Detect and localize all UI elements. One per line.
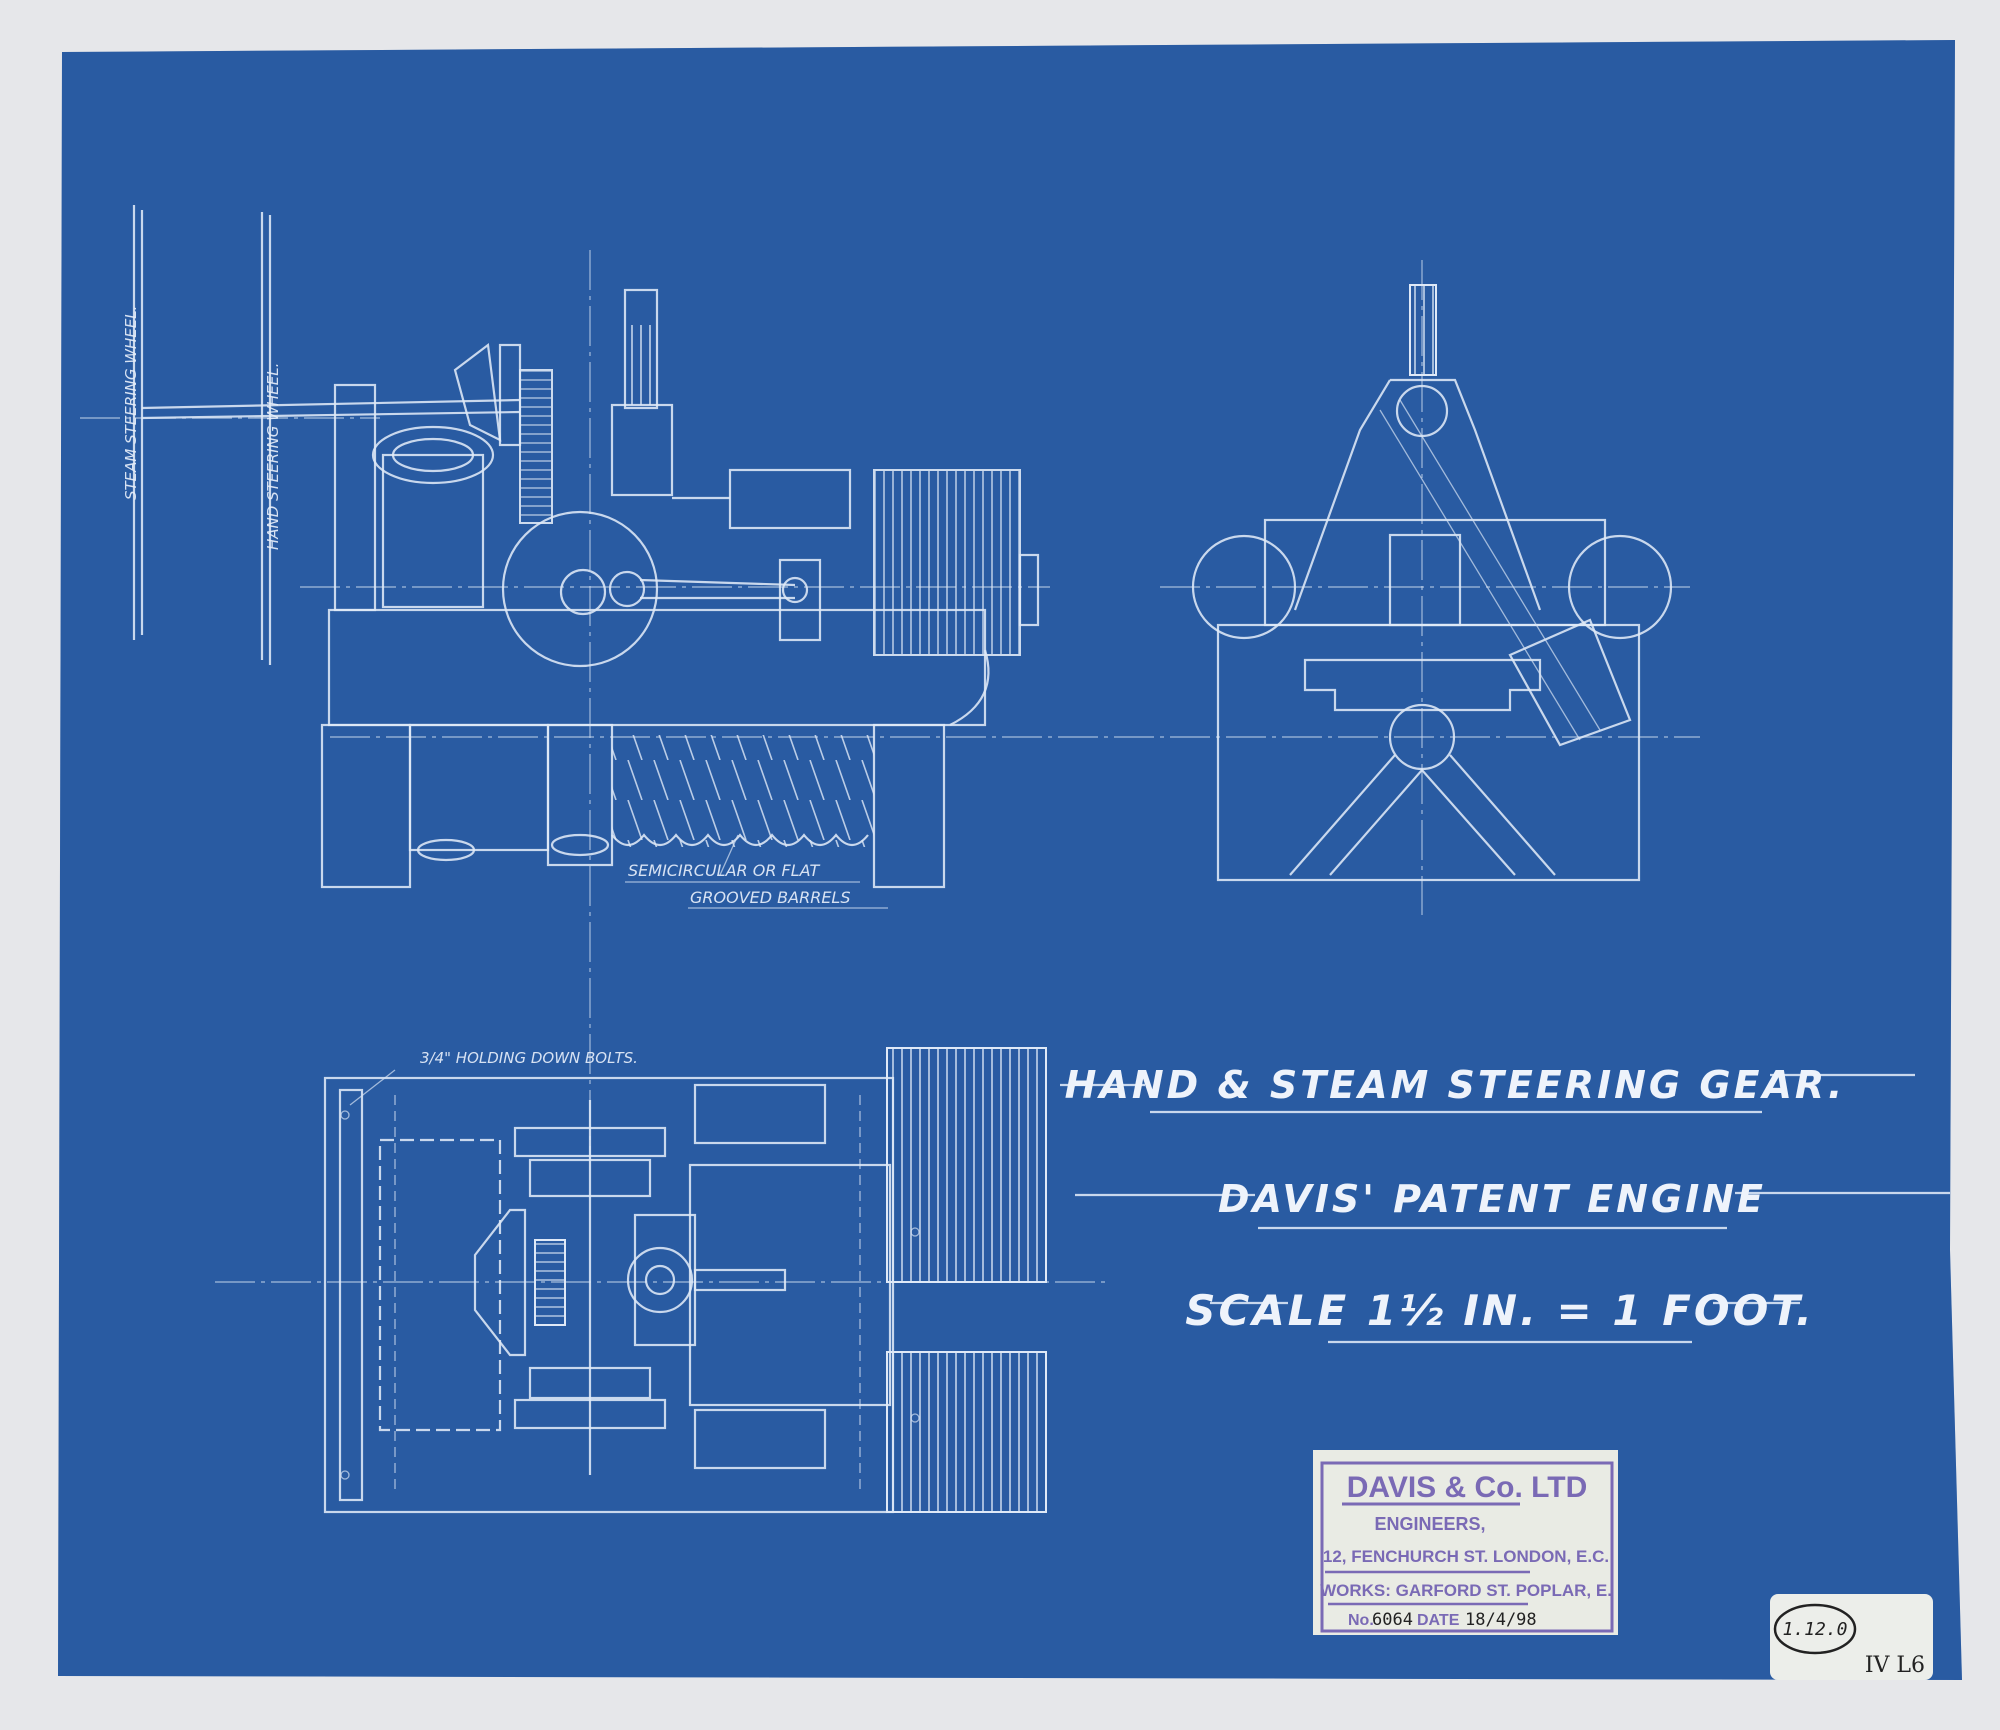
side-wheel	[1191, 534, 1297, 640]
plan-view	[215, 1047, 1110, 1514]
engine-cylinder-drum	[873, 469, 1021, 656]
barrels-label-line2: GROOVED BARRELS	[690, 888, 851, 907]
side-wheel	[1567, 534, 1673, 640]
stamp-works: WORKS: GARFORD ST. POPLAR, E.	[1320, 1581, 1612, 1600]
drawing-scale: SCALE 1½ IN. = 1 FOOT.	[1185, 1286, 1815, 1335]
plan-bed	[323, 1076, 895, 1514]
drawing-subtitle: DAVIS' PATENT ENGINE	[1218, 1177, 1766, 1221]
archive-ref: IV L6	[1865, 1653, 1925, 1678]
stamp-date: 18/4/98	[1465, 1610, 1537, 1630]
spindle	[1409, 284, 1437, 376]
stamp-address: 12, FENCHURCH ST. LONDON, E.C.	[1323, 1547, 1609, 1566]
bolt-leader	[349, 1069, 396, 1106]
barrel-drum	[886, 1351, 1047, 1513]
company-stamp: DAVIS & Co. LTD ENGINEERS, 12, FENCHURCH…	[1313, 1450, 1618, 1635]
stamp-number: 6064	[1372, 1610, 1413, 1630]
steam-wheel-label: STEAM STEERING WHEEL.	[122, 306, 140, 500]
end-elevation	[1160, 260, 1690, 915]
spindle	[623, 288, 659, 410]
stamp-role: ENGINEERS,	[1374, 1514, 1485, 1534]
spur-gear	[519, 369, 553, 524]
main-gear-wheel	[501, 510, 659, 668]
stamp-company: DAVIS & Co. LTD	[1347, 1471, 1588, 1504]
bolts-label: 3/4" HOLDING DOWN BOLTS.	[420, 1049, 638, 1067]
grooved-barrel	[612, 735, 874, 847]
steam-cylinder	[381, 453, 485, 609]
label-arrow	[719, 834, 739, 876]
hand-wheel-label: HAND STEERING WHEEL.	[264, 363, 282, 550]
barrel-drum	[886, 1047, 1047, 1283]
drawing-title: HAND & STEAM STEERING GEAR.	[1065, 1063, 1846, 1107]
engine-bed	[327, 608, 987, 727]
side-elevation	[80, 205, 1700, 1160]
stamp-date-label: DATE	[1417, 1612, 1460, 1629]
archive-label: 1.12.0 IV L6	[1770, 1594, 1933, 1680]
title-rules	[1060, 1073, 1950, 1344]
barrels-label-line1: SEMICIRCULAR OR FLAT	[628, 861, 820, 880]
end-bed	[1216, 623, 1641, 882]
archive-code: 1.12.0	[1782, 1619, 1847, 1640]
stamp-number-label: No.	[1348, 1612, 1374, 1629]
